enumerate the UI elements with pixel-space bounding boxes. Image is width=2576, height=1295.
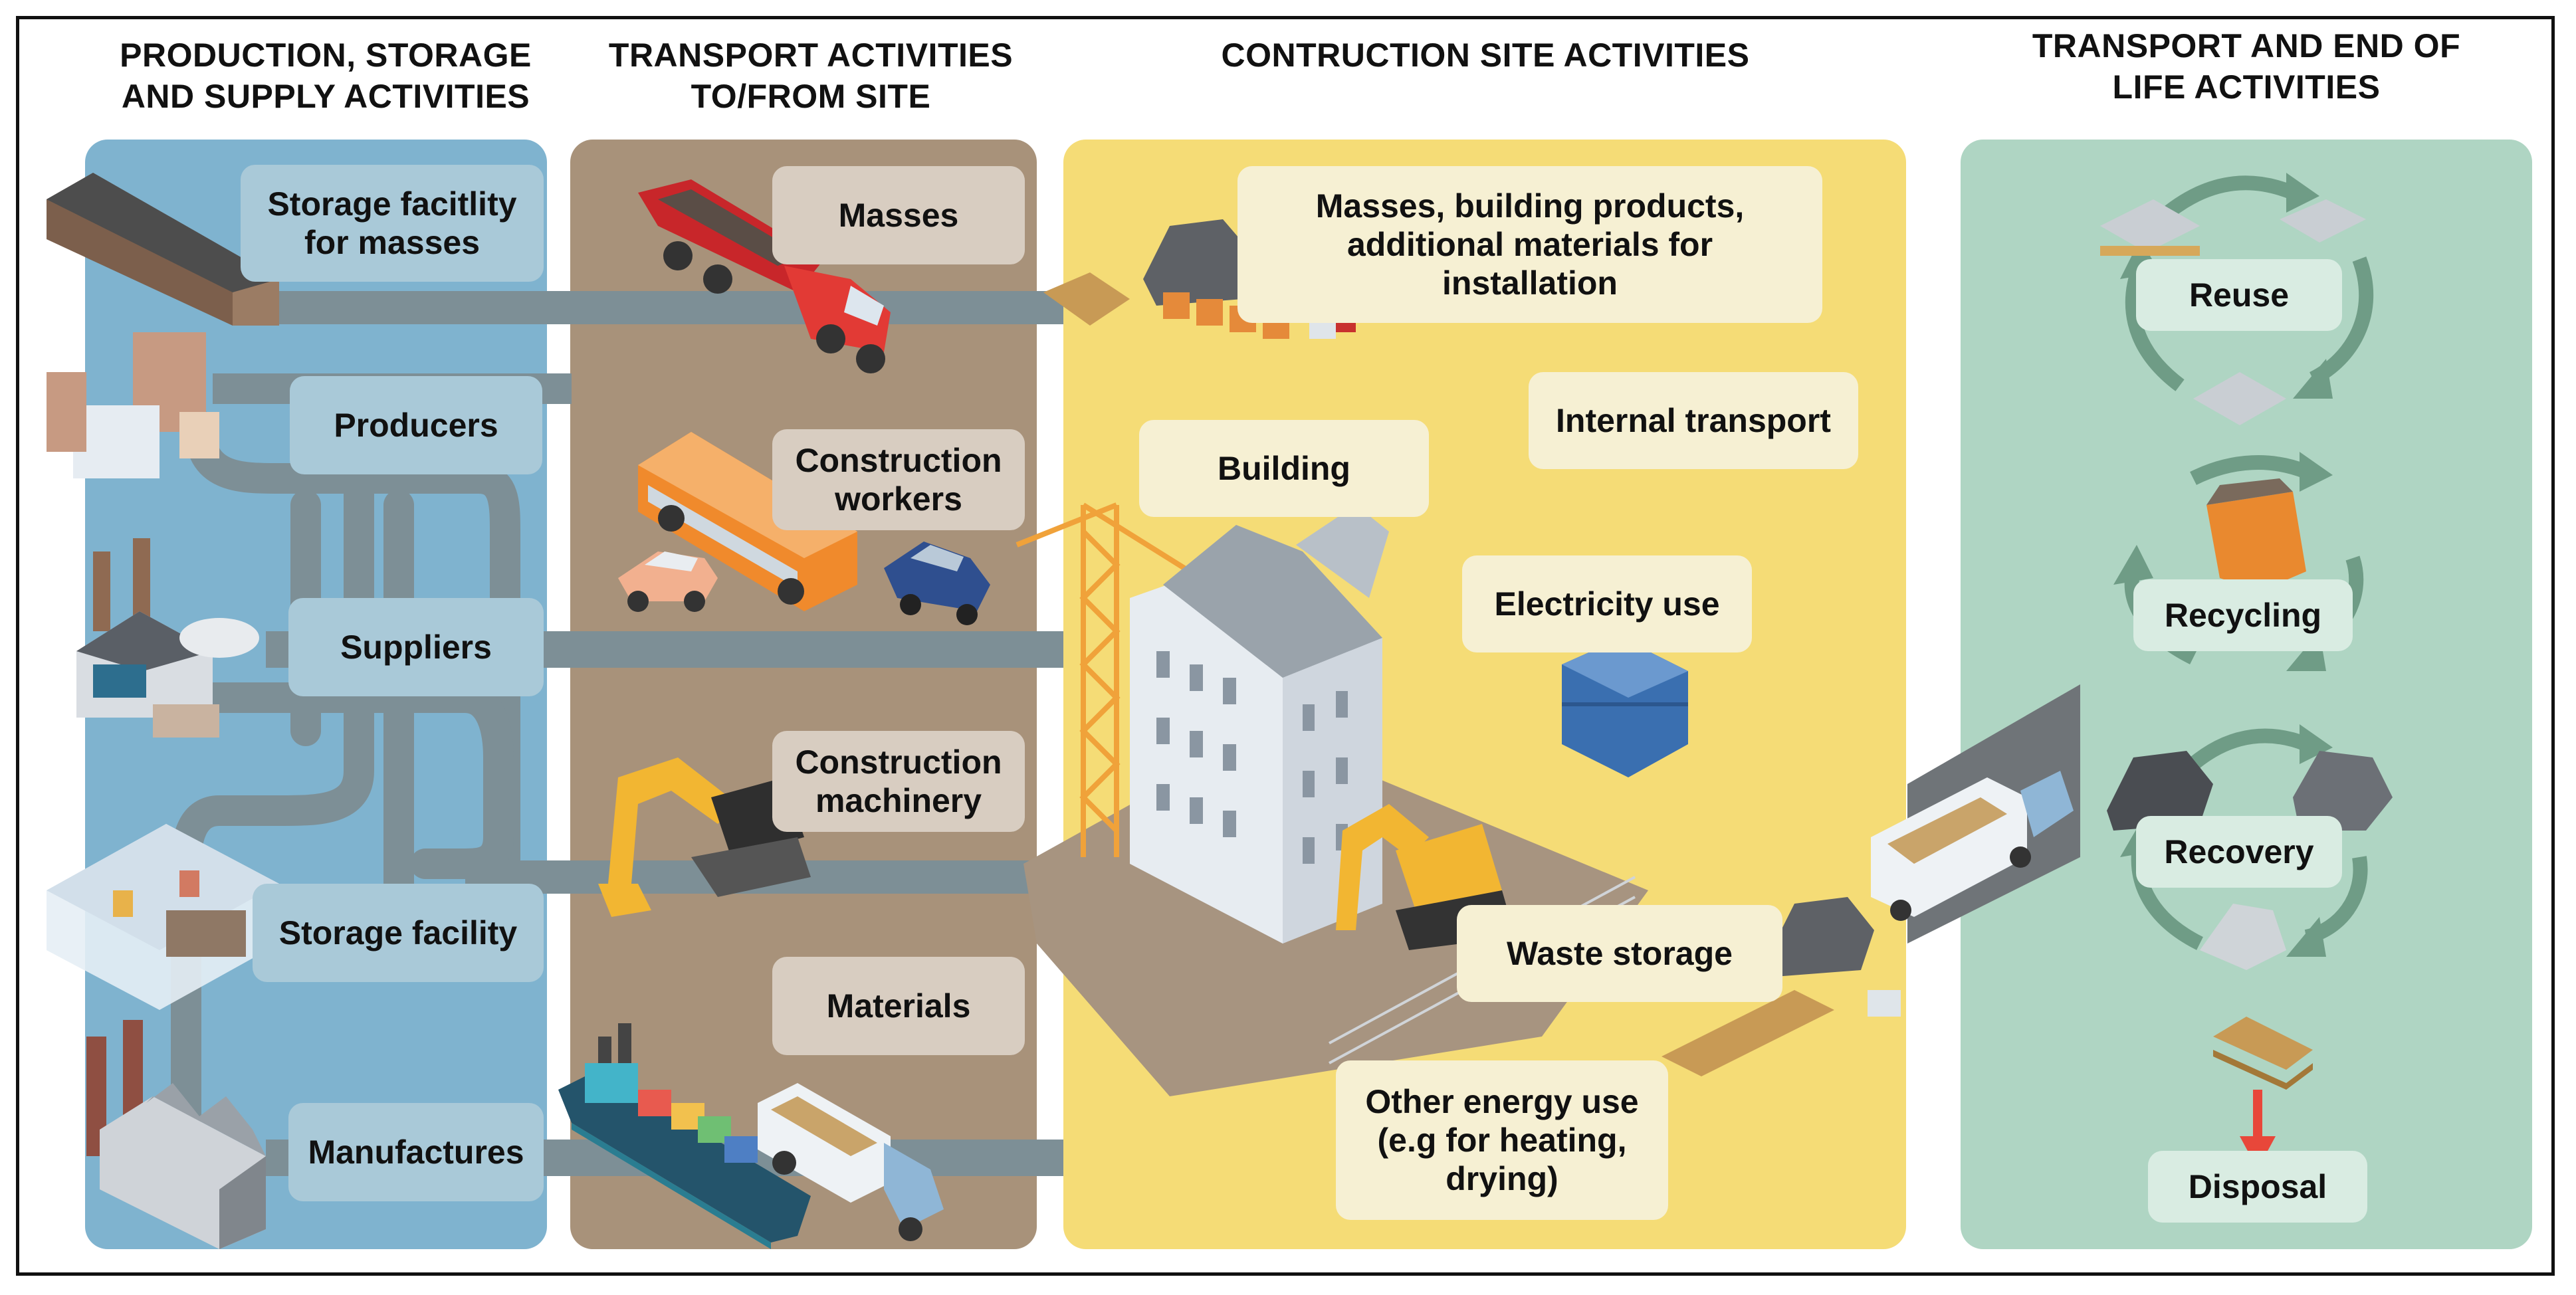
header-production: PRODUCTION, STORAGE AND SUPPLY ACTIVITIE…: [120, 37, 532, 115]
factory-producers-icon: [47, 332, 219, 478]
building-icon: [1130, 505, 1389, 944]
header-end-of-life: TRANSPORT AND END OF LIFE ACTIVITIES: [2032, 27, 2461, 106]
site-containers-icon: [1562, 638, 1688, 777]
label-manufactures: Manufactures: [288, 1103, 544, 1201]
waste-pile-icon: [1662, 897, 1901, 1076]
label-building: Building: [1139, 420, 1429, 517]
label-other-energy-use: Other energy use (e.g for heating, dryin…: [1336, 1060, 1668, 1220]
label-masses-building-products: Masses, building products, additional ma…: [1237, 166, 1822, 323]
storage-facility-icon: [47, 824, 279, 1010]
site-materials-icon: [1043, 219, 1356, 339]
header-construction: CONTRUCTION SITE ACTIVITIES: [1221, 37, 1750, 74]
header-transport: TRANSPORT ACTIVITIES TO/FROM SITE: [608, 37, 1014, 115]
factory-suppliers-icon: [76, 538, 259, 738]
label-producers: Producers: [290, 376, 542, 474]
label-internal-transport: Internal transport: [1529, 372, 1858, 469]
label-recycling: Recycling: [2133, 579, 2353, 651]
label-construction-machinery: Construction machinery: [772, 731, 1025, 832]
car-blue-icon: [884, 542, 990, 625]
disposal-wood-icon: [2213, 1017, 2313, 1090]
label-storage-masses: Storage facitlity for masses: [241, 165, 544, 282]
reuse-blocks-icon: [2100, 199, 2366, 425]
cargo-ship-icon: [558, 1023, 811, 1249]
dump-truck-icon: [638, 179, 891, 373]
end-of-life-panel: [1961, 140, 2532, 1249]
label-materials: Materials: [772, 957, 1025, 1055]
recovery-rocks-icon: [2107, 751, 2393, 970]
exit-truck-icon: [1871, 771, 2074, 921]
label-recovery: Recovery: [2136, 816, 2342, 888]
car-orange-icon: [618, 551, 718, 612]
delivery-truck-icon: [758, 1083, 944, 1241]
warehouse-icon: [47, 173, 279, 326]
label-electricity-use: Electricity use: [1462, 555, 1752, 652]
recycling-bag-icon: [2206, 478, 2306, 591]
factory-manufactures-icon: [86, 1020, 266, 1249]
label-construction-workers: Construction workers: [772, 429, 1025, 530]
label-masses: Masses: [772, 166, 1025, 264]
label-waste-storage: Waste storage: [1457, 905, 1782, 1002]
label-reuse: Reuse: [2136, 259, 2342, 331]
label-storage-facility: Storage facility: [253, 884, 544, 982]
label-suppliers: Suppliers: [288, 598, 544, 696]
label-disposal: Disposal: [2148, 1151, 2367, 1223]
